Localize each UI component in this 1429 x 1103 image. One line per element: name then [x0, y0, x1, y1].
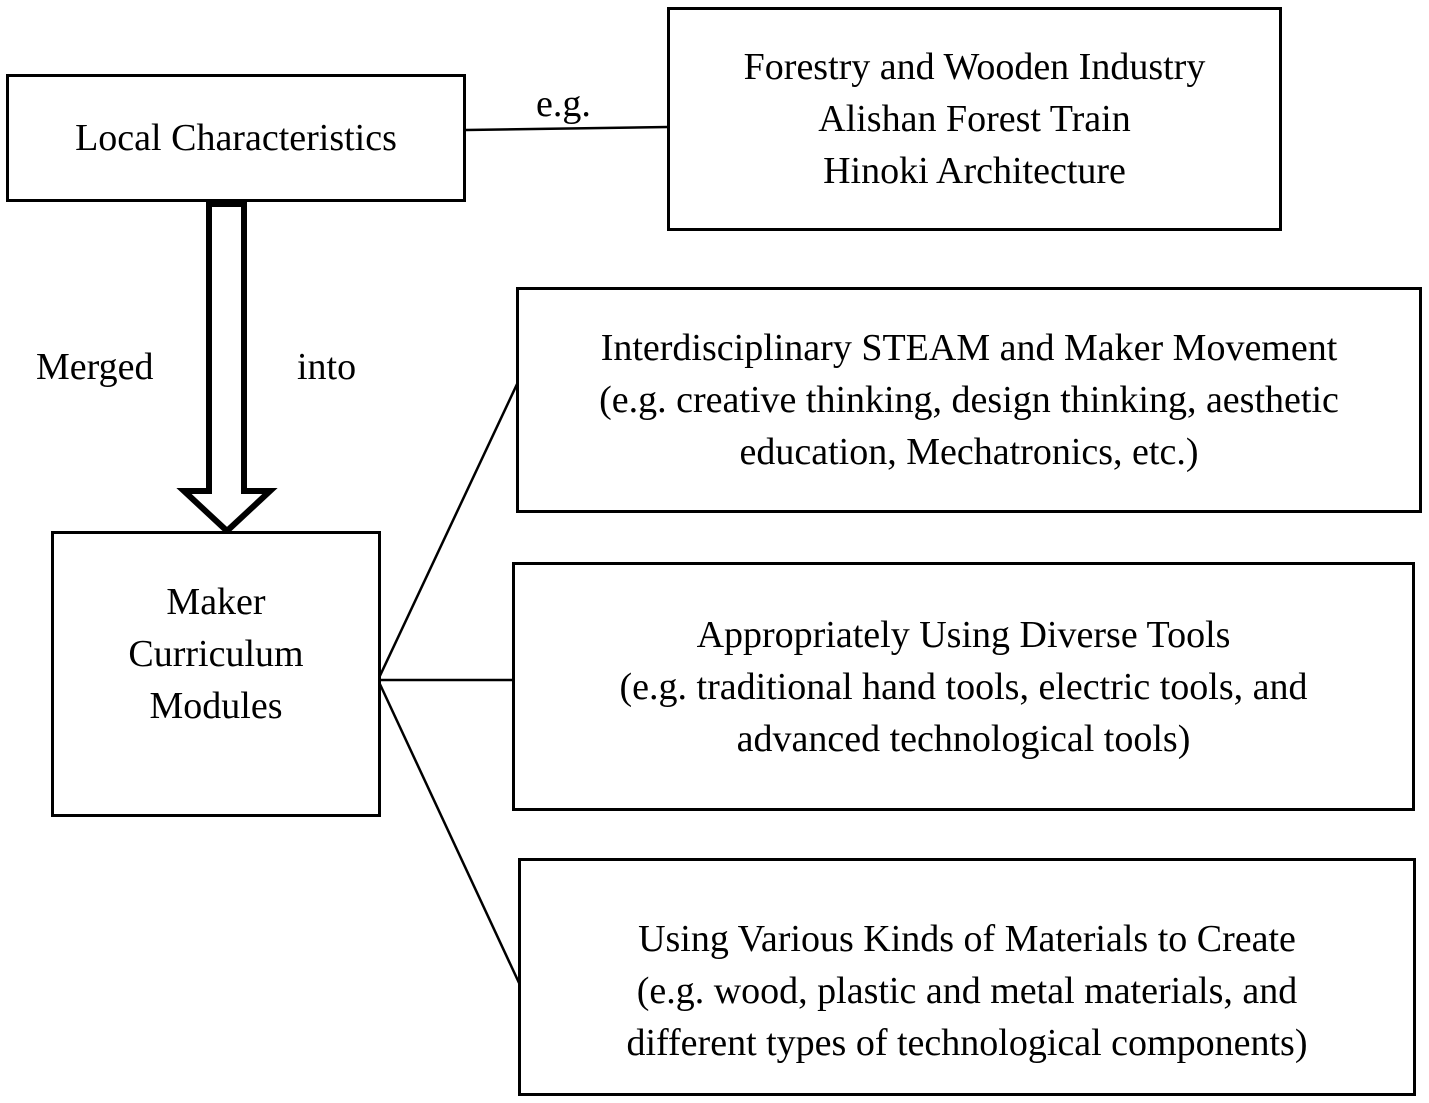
steam-maker-movement-box: Interdisciplinary STEAM and Maker Moveme…: [516, 287, 1422, 513]
example-line: Forestry and Wooden Industry: [743, 46, 1206, 88]
branch-line: (e.g. creative thinking, design thinking…: [599, 379, 1339, 421]
examples-box: Forestry and Wooden Industry Alishan For…: [667, 7, 1282, 231]
branch-line: Appropriately Using Diverse Tools: [696, 613, 1231, 656]
branch-connector-3: [376, 679, 522, 986]
example-line: Alishan Forest Train: [818, 98, 1131, 140]
into-label: into: [297, 346, 357, 388]
branch-line: Using Various Kinds of Materials to Crea…: [638, 918, 1296, 960]
branch-line: different types of technological compone…: [626, 1022, 1308, 1064]
diverse-tools-box: Appropriately Using Diverse Tools (e.g. …: [512, 562, 1415, 811]
branch-line: Interdisciplinary STEAM and Maker Moveme…: [600, 327, 1338, 369]
modules-line: Curriculum: [128, 633, 304, 675]
examples-label: e.g.: [536, 83, 591, 125]
local-characteristics-title: Local Characteristics: [75, 117, 397, 159]
branch-line: (e.g. wood, plastic and metal materials,…: [636, 970, 1298, 1012]
merge-arrow: [176, 201, 278, 536]
local-characteristics-box: Local Characteristics: [6, 74, 466, 202]
example-connector: [465, 125, 669, 132]
example-line: Hinoki Architecture: [823, 150, 1126, 192]
branch-connector-1: [376, 381, 520, 681]
maker-curriculum-modules-box: Maker Curriculum Modules: [51, 531, 381, 817]
branch-line: (e.g. traditional hand tools, electric t…: [619, 665, 1308, 708]
branch-line: advanced technological tools): [736, 717, 1191, 760]
branch-line: education, Mechatronics, etc.): [739, 431, 1199, 473]
materials-box: Using Various Kinds of Materials to Crea…: [518, 858, 1416, 1096]
merged-label: Merged: [36, 346, 154, 388]
modules-line: Modules: [149, 685, 283, 727]
modules-line: Maker: [166, 581, 266, 623]
